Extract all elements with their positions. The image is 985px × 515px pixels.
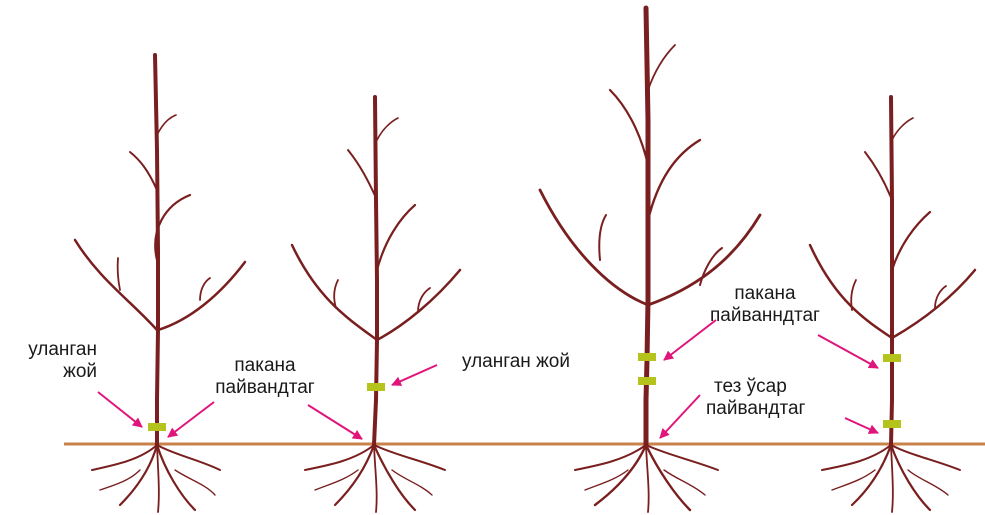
arrow-tree1-rootstock xyxy=(168,402,214,437)
tree-3 xyxy=(540,8,760,512)
label-tree1-rootstock-line1: пакана xyxy=(200,355,330,377)
tree-2-graft-band xyxy=(367,383,385,391)
tree-4-vigor-band xyxy=(883,420,901,428)
label-tree1-graft-line1: уланган xyxy=(5,339,97,361)
tree-4 xyxy=(810,97,975,512)
arrow-tree4-dwarf xyxy=(818,335,878,368)
label-tree3-vigor-line1: тез ўсар xyxy=(706,376,805,398)
label-tree2-graft: уланган жой xyxy=(462,351,570,373)
label-tree3-dwarf-line1: пакана xyxy=(700,283,830,305)
label-tree1-rootstock-line2: пайвандтаг xyxy=(200,377,330,399)
label-tree1-rootstock: пакана пайвандтаг xyxy=(200,355,330,399)
label-tree1-graft: уланган жой xyxy=(5,339,97,383)
tree-4-dwarf-band xyxy=(883,354,901,362)
label-tree1-graft-line2: жой xyxy=(5,361,97,383)
tree-3-vigor-band xyxy=(638,377,656,385)
label-tree3-vigor: тез ўсар пайвандтаг xyxy=(706,376,805,420)
tree-1-graft-band xyxy=(148,423,166,431)
label-tree3-vigor-line2: пайвандтаг xyxy=(706,398,805,420)
tree-2 xyxy=(292,97,460,512)
label-tree2-graft-text: уланган жой xyxy=(462,351,570,373)
arrow-tree3-vigor xyxy=(660,395,700,438)
arrow-tree4-vigor xyxy=(845,418,878,433)
arrow-tree2-graft-left xyxy=(308,405,362,439)
arrow-tree2-graft-right xyxy=(392,365,437,385)
label-tree3-dwarf-line2: пайванндтаг xyxy=(700,305,830,327)
tree-3-dwarf-band xyxy=(638,353,656,361)
label-tree3-dwarf: пакана пайванндтаг xyxy=(700,283,830,327)
arrow-tree1-graft xyxy=(98,392,142,427)
